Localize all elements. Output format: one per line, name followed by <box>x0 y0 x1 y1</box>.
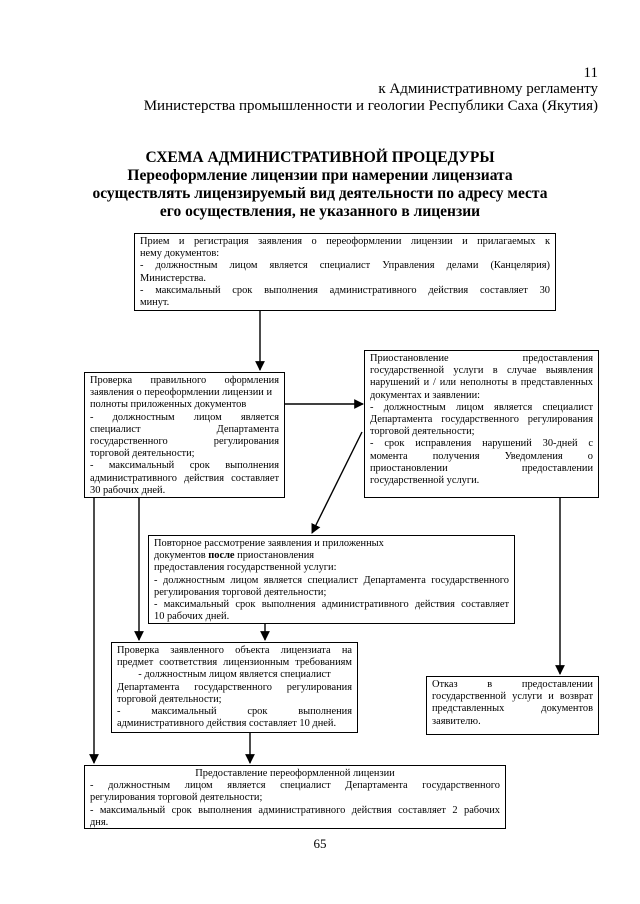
final-line-2: - должностным лицом является специалист … <box>90 780 500 792</box>
procedure-title-line-2: осуществлять лицензируемый вид деятельно… <box>92 185 548 202</box>
review-line-1: Повторное рассмотрение заявления и прило… <box>154 538 384 549</box>
reception-line-4: Министерства. <box>140 272 207 284</box>
check-line-8: - максимальный срок выполнения <box>90 460 279 472</box>
check-line-1: Проверка правильного оформления <box>90 375 279 386</box>
object-inspection-box: Проверка заявленного объекта лицензиата … <box>111 642 358 733</box>
inspect-line-4: Департамента государственного регулирова… <box>117 681 352 693</box>
review-line-7: 10 рабочих дней. <box>154 611 230 623</box>
suspend-line-4: документах и заявлении: <box>370 389 481 401</box>
suspend-line-1: Приостановление предоставления <box>370 353 593 364</box>
final-line-5: дня. <box>90 816 109 828</box>
suspension-box: Приостановление предоставления государст… <box>364 350 599 498</box>
review-line-2: документов после приостановления <box>154 550 509 562</box>
page-number: 11 <box>583 65 598 81</box>
inspect-line-5: торговой деятельности; <box>117 693 222 705</box>
reception-line-6: минут. <box>140 297 170 309</box>
procedure-title-line-3: его осуществления, не указанного в лицен… <box>159 203 481 220</box>
inspect-line-7: административного действия составляет 10… <box>117 718 337 730</box>
review-line-5: регулирования торговой деятельности; <box>154 586 327 598</box>
refusal-line-3: представленных документов <box>432 703 593 715</box>
procedure-title-line-1: Переоформление лицензии при намерении ли… <box>127 167 513 184</box>
inspect-line-6: - максимальный срок выполнения <box>117 706 352 718</box>
check-line-9: административного действия составляет <box>90 472 279 484</box>
refusal-line-2: государственной услуги и возврат <box>432 691 593 703</box>
review-line-3: предоставления государственной услуги: <box>154 562 337 574</box>
suspend-line-9: момента получения Уведомления о <box>370 450 593 462</box>
suspend-line-6: Департамента государственного регулирова… <box>370 414 593 426</box>
check-line-5: специалист Департамента <box>90 423 279 435</box>
appendix-line-1: к Административному регламенту <box>378 81 598 97</box>
check-line-6: государственного регулирования <box>90 436 279 448</box>
inspect-line-1: Проверка заявленного объекта лицензиата … <box>117 645 352 656</box>
check-line-3: полноты приложенных документов <box>90 399 247 411</box>
suspend-line-2: государственной услуги в случае выявлени… <box>370 365 593 377</box>
check-line-2: заявления о переоформлении лицензии и <box>90 387 273 399</box>
final-line-4: - максимальный срок выполнения администр… <box>90 804 500 816</box>
review-line-2-bold: после <box>208 550 235 562</box>
reception-line-5: - максимальный срок выполнения администр… <box>140 284 550 296</box>
check-line-7: торговой деятельности; <box>90 448 195 460</box>
refusal-line-1: Отказ в предоставлении <box>432 679 593 690</box>
suspend-line-5: - должностным лицом является специалист <box>370 401 593 413</box>
suspend-line-11: государственной услуги. <box>370 475 480 487</box>
reception-line-2: нему документов: <box>140 248 220 260</box>
arrow-suspend-to-review <box>311 431 363 534</box>
check-documents-box: Проверка правильного оформления заявлени… <box>84 372 285 498</box>
final-line-3: регулирования торговой деятельности; <box>90 792 263 804</box>
reception-line-3: - должностным лицом является специалист … <box>140 260 550 272</box>
refusal-box: Отказ в предоставлении государственной у… <box>426 676 599 735</box>
inspect-line-3: - должностным лицом является специалист <box>138 669 331 681</box>
appendix-line-2: Министерства промышленности и геологии Р… <box>143 98 598 114</box>
footer-page-number: 65 <box>313 836 327 851</box>
check-line-4: - должностным лицом является <box>90 411 279 423</box>
suspend-line-3: нарушений и / или неполноты в представле… <box>370 377 593 389</box>
review-line-6: - максимальный срок выполнения администр… <box>154 599 509 611</box>
final-line-1: Предоставление переоформленной лицензии <box>195 768 395 779</box>
review-line-2-start: документов <box>154 550 209 562</box>
suspend-line-10: приостановлении предоставлении <box>370 462 593 474</box>
review-line-4: - должностным лицом является специалист … <box>154 574 509 586</box>
reception-line-1: Прием и регистрация заявления о переофор… <box>140 236 550 247</box>
inspect-line-2: предмет соответствия лицензионным требов… <box>117 657 352 669</box>
suspend-line-7: торговой деятельности; <box>370 426 475 438</box>
refusal-line-4: заявителю. <box>432 715 481 727</box>
final-license-box: Предоставление переоформленной лицензии … <box>84 765 506 829</box>
review-line-2-end: приостановления <box>234 550 315 562</box>
schema-title: СХЕМА АДМИНИСТРАТИВНОЙ ПРОЦЕДУРЫ <box>145 149 495 166</box>
suspend-line-8: - срок исправления нарушений 30-дней с <box>370 438 593 450</box>
review-box: Повторное рассмотрение заявления и прило… <box>148 535 515 624</box>
check-line-10: 30 рабочих дней. <box>90 484 166 496</box>
reception-box: Прием и регистрация заявления о переофор… <box>134 233 556 311</box>
